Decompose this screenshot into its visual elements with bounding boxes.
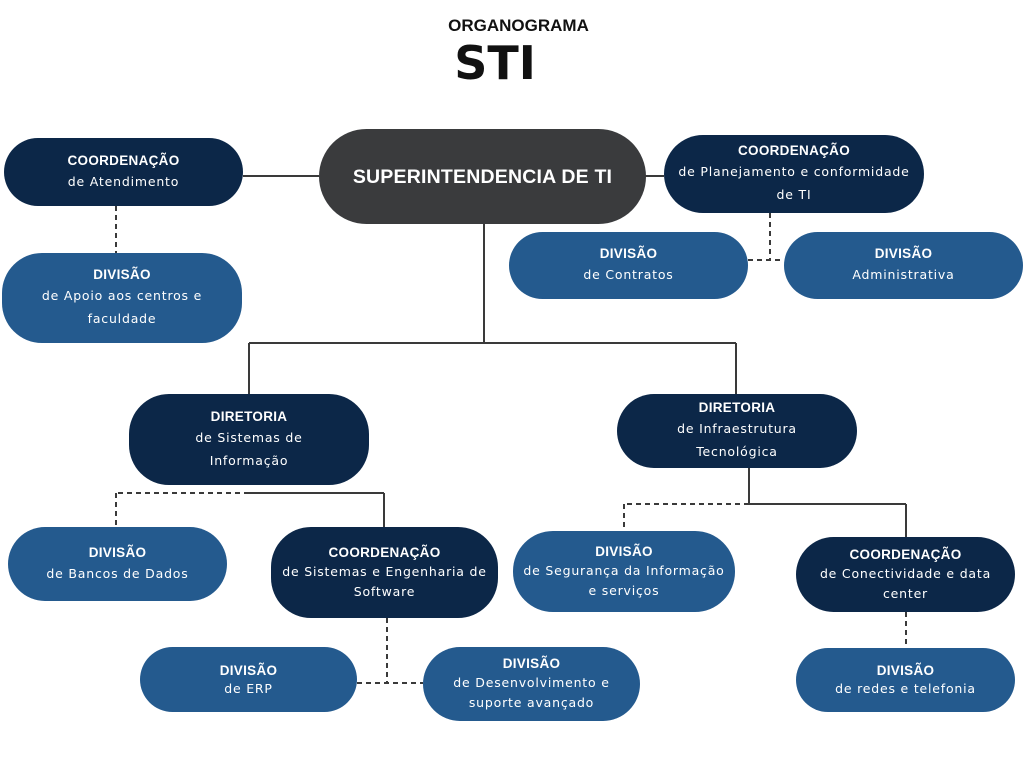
- node-subtitle: Administrativa: [852, 267, 955, 282]
- node-subtitle: de Sistemas de Informação: [195, 429, 303, 468]
- node-subtitle: de Desenvolvimento e suporte avançado: [453, 675, 610, 710]
- node-coord-atendimento: COORDENAÇÃO de Atendimento: [4, 138, 243, 206]
- node-subtitle: de Sistemas e Engenharia de Software: [282, 563, 487, 599]
- node-subtitle: de Bancos de Dados: [46, 565, 189, 581]
- node-div-contratos: DIVISÃO de Contratos: [509, 232, 748, 299]
- node-title: DIVISÃO: [874, 246, 933, 261]
- node-title: SUPERINTENDENCIA DE TI: [352, 165, 613, 188]
- node-title: DIVISÃO: [93, 267, 151, 282]
- node-title: COORDENAÇÃO: [328, 544, 441, 560]
- node-title: COORDENAÇÃO: [67, 152, 180, 168]
- node-div-administrativa: DIVISÃO Administrativa: [784, 232, 1023, 299]
- node-title: DIRETORIA: [210, 408, 288, 424]
- node-title: DIVISÃO: [502, 656, 561, 671]
- node-title: DIVISÃO: [595, 543, 653, 559]
- node-subtitle: de ERP: [224, 680, 273, 696]
- node-div-seguranca: DIVISÃO de Segurança da Informação e ser…: [513, 531, 735, 612]
- node-title: DIVISÃO: [88, 544, 147, 560]
- node-coord-sistemas: COORDENAÇÃO de Sistemas e Engenharia de …: [271, 527, 498, 618]
- node-title: DIVISÃO: [876, 663, 935, 678]
- node-title: DIRETORIA: [698, 400, 776, 415]
- node-div-redes: DIVISÃO de redes e telefonia: [796, 648, 1015, 712]
- node-subtitle: de Atendimento: [67, 173, 180, 189]
- header-label: ORGANOGRAMA: [448, 16, 589, 35]
- node-title: DIVISÃO: [599, 246, 658, 261]
- node-coord-planejamento: COORDENAÇÃO de Planejamento e conformida…: [664, 135, 924, 213]
- node-subtitle: de Segurança da Informação e serviços: [523, 562, 725, 598]
- header-title: STI: [454, 36, 536, 90]
- node-div-bancos: DIVISÃO de Bancos de Dados: [8, 527, 227, 601]
- node-subtitle: de Apoio aos centros e faculdade: [41, 288, 203, 326]
- node-subtitle: de Contratos: [583, 267, 674, 282]
- node-subtitle: de Infraestrutura Tecnológica: [677, 421, 797, 459]
- node-div-desenvolvimento: DIVISÃO de Desenvolvimento e suporte ava…: [423, 647, 640, 721]
- node-title: COORDENAÇÃO: [849, 546, 962, 562]
- node-div-apoio: DIVISÃO de Apoio aos centros e faculdade: [2, 253, 242, 343]
- node-dir-sistemas: DIRETORIA de Sistemas de Informação: [129, 394, 369, 485]
- node-subtitle: de Conectividade e data center: [819, 565, 992, 601]
- node-title: DIVISÃO: [219, 662, 278, 678]
- node-div-erp: DIVISÃO de ERP: [140, 647, 357, 712]
- node-title: COORDENAÇÃO: [737, 143, 851, 158]
- node-subtitle: de redes e telefonia: [835, 681, 976, 696]
- node-dir-infra: DIRETORIA de Infraestrutura Tecnológica: [617, 394, 857, 468]
- node-superintendencia: SUPERINTENDENCIA DE TI: [319, 129, 646, 224]
- node-coord-conectividade: COORDENAÇÃO de Conectividade e data cent…: [796, 537, 1015, 612]
- node-subtitle: de Planejamento e conformidade de TI: [678, 164, 910, 202]
